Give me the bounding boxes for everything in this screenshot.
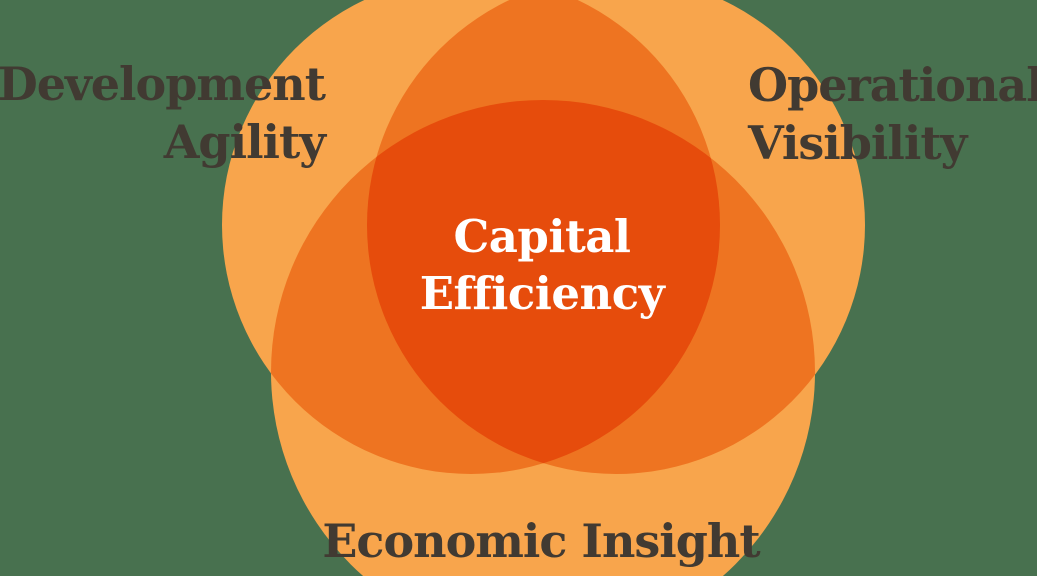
operational-label-line1: Operational <box>748 58 1037 112</box>
center-label-line1: Capital <box>453 210 630 263</box>
operational-label-line2: Visibility <box>747 116 969 170</box>
economic-label: Economic Insight <box>322 514 761 568</box>
development-label-line2: Agility <box>163 115 328 169</box>
center-label-line2: Efficiency <box>420 267 667 320</box>
development-label-line1: Development <box>0 57 327 111</box>
